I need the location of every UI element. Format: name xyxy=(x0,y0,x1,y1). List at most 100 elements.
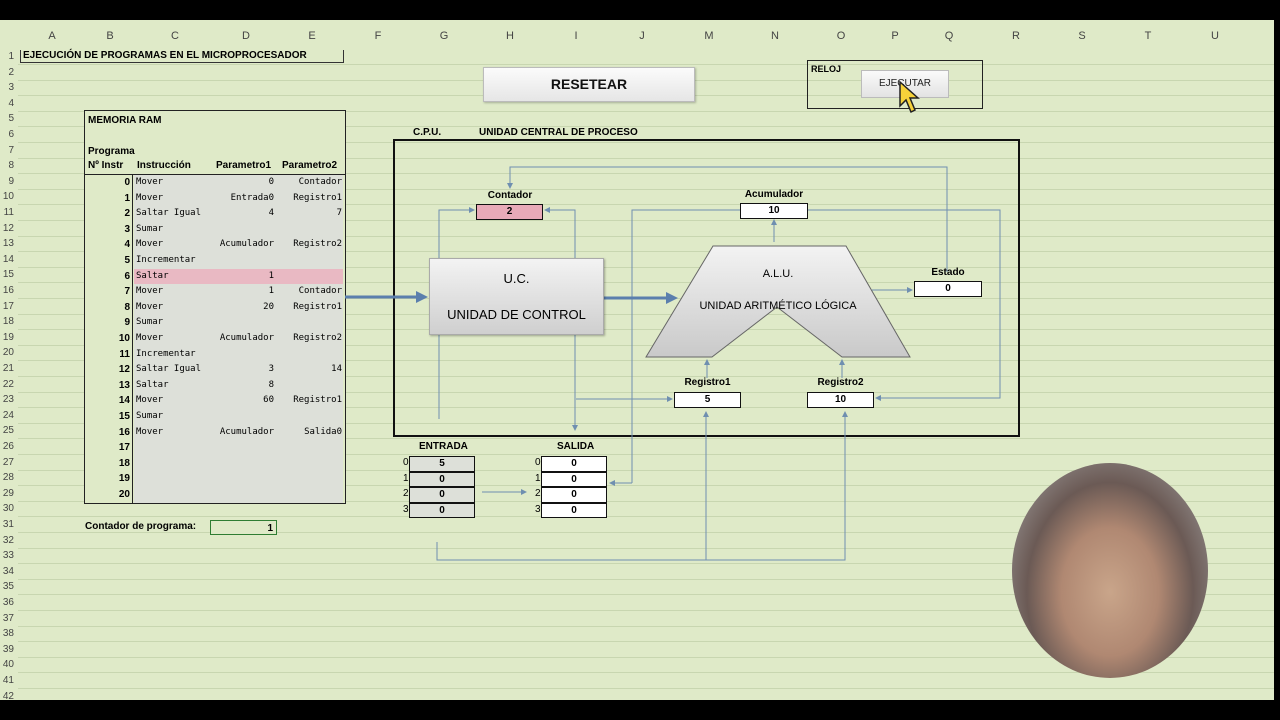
row-header[interactable]: 41 xyxy=(2,675,14,686)
param2-cell[interactable]: Registro1 xyxy=(293,301,342,312)
param1-cell[interactable]: Acumulador xyxy=(219,426,274,437)
row-header[interactable]: 28 xyxy=(2,472,14,484)
row-header[interactable]: 13 xyxy=(2,238,14,250)
row-header[interactable]: 18 xyxy=(2,316,14,328)
row-body[interactable] xyxy=(134,471,343,487)
row-header[interactable]: 5 xyxy=(8,113,14,125)
param2-cell[interactable]: Contador xyxy=(298,286,342,297)
table-row[interactable]: 19 xyxy=(85,471,343,487)
reset-button[interactable]: RESETEAR xyxy=(483,67,695,102)
param1-cell[interactable]: 60 xyxy=(263,395,274,406)
row-body[interactable] xyxy=(134,455,343,472)
row-header[interactable]: 2 xyxy=(8,66,14,78)
entrada-cell[interactable]: 0 xyxy=(409,487,475,503)
column-header[interactable]: B xyxy=(106,30,114,42)
salida-cell[interactable]: 0 xyxy=(541,502,607,519)
row-body[interactable] xyxy=(134,440,343,456)
row-header[interactable]: 27 xyxy=(2,456,14,468)
column-header[interactable]: M xyxy=(704,30,714,42)
row-body[interactable]: Sumar xyxy=(134,315,343,331)
column-header[interactable]: D xyxy=(242,30,250,42)
row-header[interactable]: 4 xyxy=(8,97,14,109)
instruction-cell[interactable]: Mover xyxy=(136,192,164,203)
row-header[interactable]: 14 xyxy=(2,253,14,265)
row-header[interactable]: 19 xyxy=(2,331,14,343)
column-header[interactable]: F xyxy=(374,30,382,42)
instruction-cell[interactable]: Mover xyxy=(136,395,164,406)
column-header[interactable]: E xyxy=(308,30,316,42)
row-header[interactable]: 32 xyxy=(2,534,14,546)
row-header[interactable]: 39 xyxy=(2,643,14,655)
column-header[interactable]: U xyxy=(1211,30,1219,42)
param1-cell[interactable]: 1 xyxy=(268,286,274,297)
column-header[interactable]: P xyxy=(891,30,899,42)
param1-cell[interactable]: 4 xyxy=(268,208,274,219)
row-body[interactable]: Sumar xyxy=(134,221,343,238)
instruction-cell[interactable]: Mover xyxy=(136,333,164,343)
entrada-cell[interactable]: 5 xyxy=(409,456,475,472)
row-header[interactable]: 9 xyxy=(8,175,14,187)
row-header[interactable]: 40 xyxy=(2,659,14,671)
row-header[interactable]: 17 xyxy=(2,300,14,312)
table-row[interactable]: 17 xyxy=(85,440,343,456)
param2-cell[interactable]: Salida0 xyxy=(304,426,342,437)
param2-cell[interactable]: Registro1 xyxy=(293,192,342,203)
row-header[interactable]: 25 xyxy=(2,425,14,437)
param1-cell[interactable]: Acumulador xyxy=(219,239,274,250)
registro2-register[interactable]: 10 xyxy=(807,392,874,408)
row-header[interactable]: 42 xyxy=(2,690,14,700)
row-header[interactable]: 3 xyxy=(8,82,14,94)
row-header[interactable]: 34 xyxy=(2,565,14,577)
column-header[interactable]: Q xyxy=(944,30,954,42)
entrada-cell[interactable]: 0 xyxy=(409,471,475,488)
instruction-cell[interactable]: Incrementar xyxy=(136,255,196,265)
instruction-cell[interactable]: Saltar Igual xyxy=(136,208,202,219)
param2-cell[interactable]: Registro2 xyxy=(293,333,342,343)
row-header[interactable]: 15 xyxy=(2,269,14,281)
param1-cell[interactable]: 1 xyxy=(268,270,274,281)
entrada-cell[interactable]: 0 xyxy=(409,502,475,519)
table-row[interactable]: 18 xyxy=(85,455,343,472)
row-header[interactable]: 26 xyxy=(2,441,14,452)
row-header[interactable]: 1 xyxy=(8,51,14,62)
param1-cell[interactable]: 0 xyxy=(268,177,274,187)
row-header[interactable]: 8 xyxy=(8,160,14,172)
column-header[interactable]: O xyxy=(836,30,846,42)
row-header[interactable]: 36 xyxy=(2,597,14,608)
row-header[interactable]: 22 xyxy=(2,378,14,390)
row-header[interactable]: 7 xyxy=(8,144,14,156)
acumulador-register[interactable]: 10 xyxy=(740,203,808,219)
param1-cell[interactable]: 8 xyxy=(268,379,274,390)
column-header[interactable]: G xyxy=(439,30,449,42)
param1-cell[interactable]: 3 xyxy=(268,364,274,375)
row-header[interactable]: 6 xyxy=(8,129,14,140)
column-header[interactable]: S xyxy=(1078,30,1086,42)
program-counter-cell[interactable]: 1 xyxy=(210,520,277,535)
row-header[interactable]: 24 xyxy=(2,409,14,421)
table-row[interactable]: 20 xyxy=(85,487,343,503)
row-header[interactable]: 10 xyxy=(2,191,14,203)
row-header[interactable]: 37 xyxy=(2,612,14,624)
salida-cell[interactable]: 0 xyxy=(541,487,607,503)
column-header[interactable]: N xyxy=(771,30,779,42)
